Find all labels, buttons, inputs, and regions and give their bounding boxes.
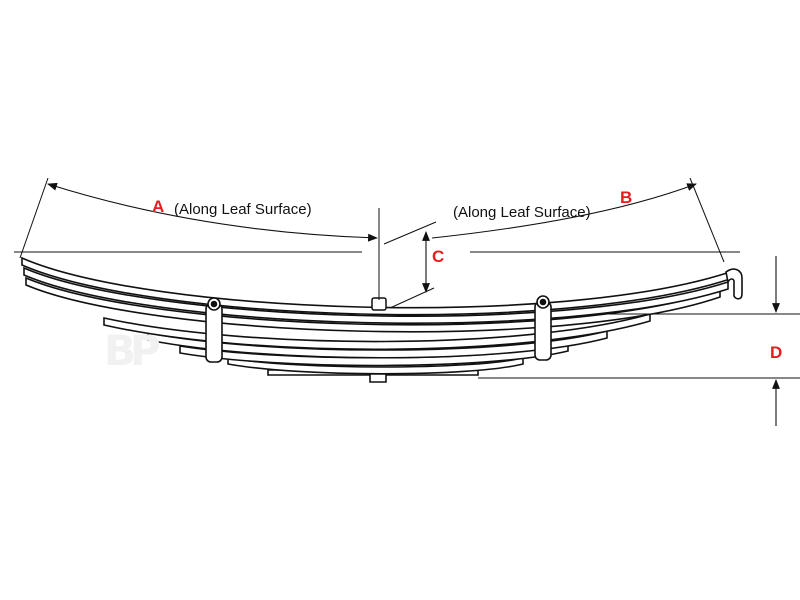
extension-line-b <box>689 177 725 263</box>
label-c: C <box>432 247 445 266</box>
watermark: BP <box>104 326 161 375</box>
leaf-5 <box>227 356 524 375</box>
label-a-note: (Along Leaf Surface) <box>174 201 312 218</box>
dimension-lines <box>14 177 800 379</box>
leaf-1-middle <box>23 266 729 324</box>
arrow-b <box>431 183 697 239</box>
leaf-stack <box>21 256 743 383</box>
extension-line-c-bottom <box>389 287 435 309</box>
dimension-arrows <box>47 182 780 426</box>
label-d: D <box>770 343 783 362</box>
label-a: A <box>152 197 165 216</box>
arrow-a <box>47 182 378 242</box>
extension-line-a <box>19 177 49 259</box>
center-bolt-nut-bottom <box>369 373 387 383</box>
label-b: B <box>620 188 633 207</box>
extension-line-c-top <box>383 221 437 245</box>
label-b-note: (Along Leaf Surface) <box>453 204 591 221</box>
leaf-1-lower <box>25 276 721 333</box>
end-eye <box>725 268 743 300</box>
leaf-2 <box>103 312 651 351</box>
rebound-clamp-right <box>534 295 552 361</box>
rebound-clamp-left <box>205 297 223 363</box>
